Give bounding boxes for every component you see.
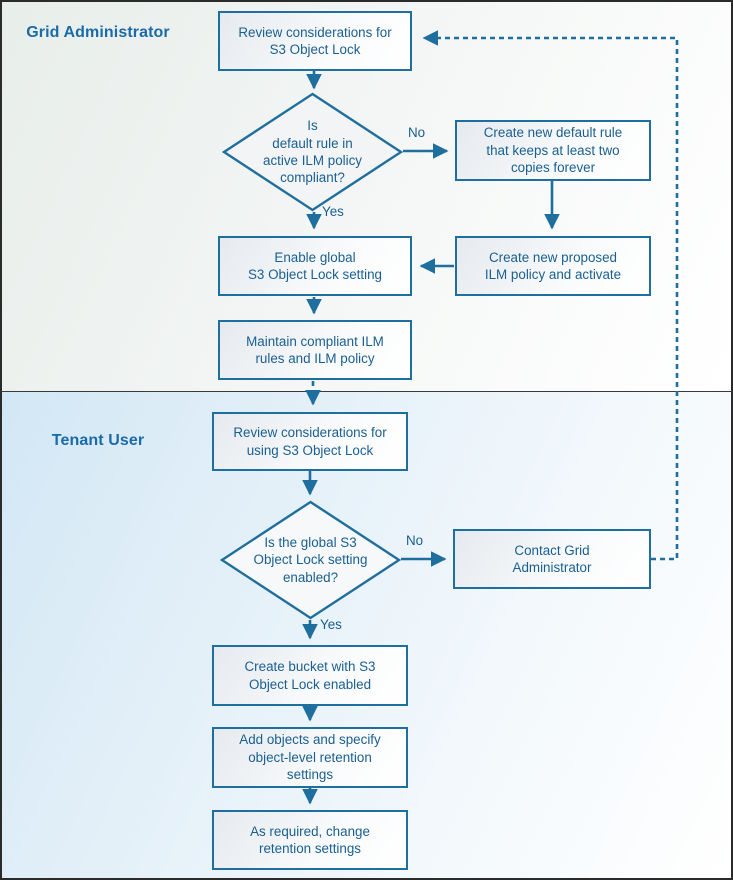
node-review-considerations-using[interactable]: Review considerations for using S3 Objec…	[212, 412, 408, 471]
diamond-shape	[220, 500, 401, 620]
node-maintain-compliant-ilm[interactable]: Maintain compliant ILM rules and ILM pol…	[218, 320, 412, 380]
node-change-retention-settings[interactable]: As required, change retention settings	[212, 810, 408, 870]
swimlane-label-grid-administrator: Grid Administrator	[26, 24, 170, 41]
node-review-considerations[interactable]: Review considerations for S3 Object Lock	[218, 11, 412, 71]
node-create-new-default-rule[interactable]: Create new default rule that keeps at le…	[455, 120, 651, 181]
edge-label-tenant-yes: Yes	[320, 617, 342, 632]
node-is-global-setting-enabled[interactable]: Is the global S3 Object Lock setting ena…	[220, 500, 401, 620]
node-contact-grid-administrator[interactable]: Contact Grid Administrator	[453, 529, 651, 589]
node-enable-global-s3-object-lock-setting[interactable]: Enable global S3 Object Lock setting	[218, 236, 412, 296]
edge-label-tenant-no: No	[406, 533, 424, 548]
edge-label-grid-yes: Yes	[322, 204, 344, 219]
node-is-default-rule-compliant[interactable]: Is default rule in active ILM policy com…	[222, 92, 403, 212]
diamond-shape	[222, 92, 403, 212]
node-create-bucket[interactable]: Create bucket with S3 Object Lock enable…	[212, 645, 408, 706]
edge-label-grid-no: No	[408, 125, 426, 140]
swimlane-label-tenant-user: Tenant User	[51, 432, 145, 449]
node-create-new-proposed-ilm-policy[interactable]: Create new proposed ILM policy and activ…	[455, 236, 651, 296]
node-add-objects[interactable]: Add objects and specify object-level ret…	[212, 727, 408, 788]
